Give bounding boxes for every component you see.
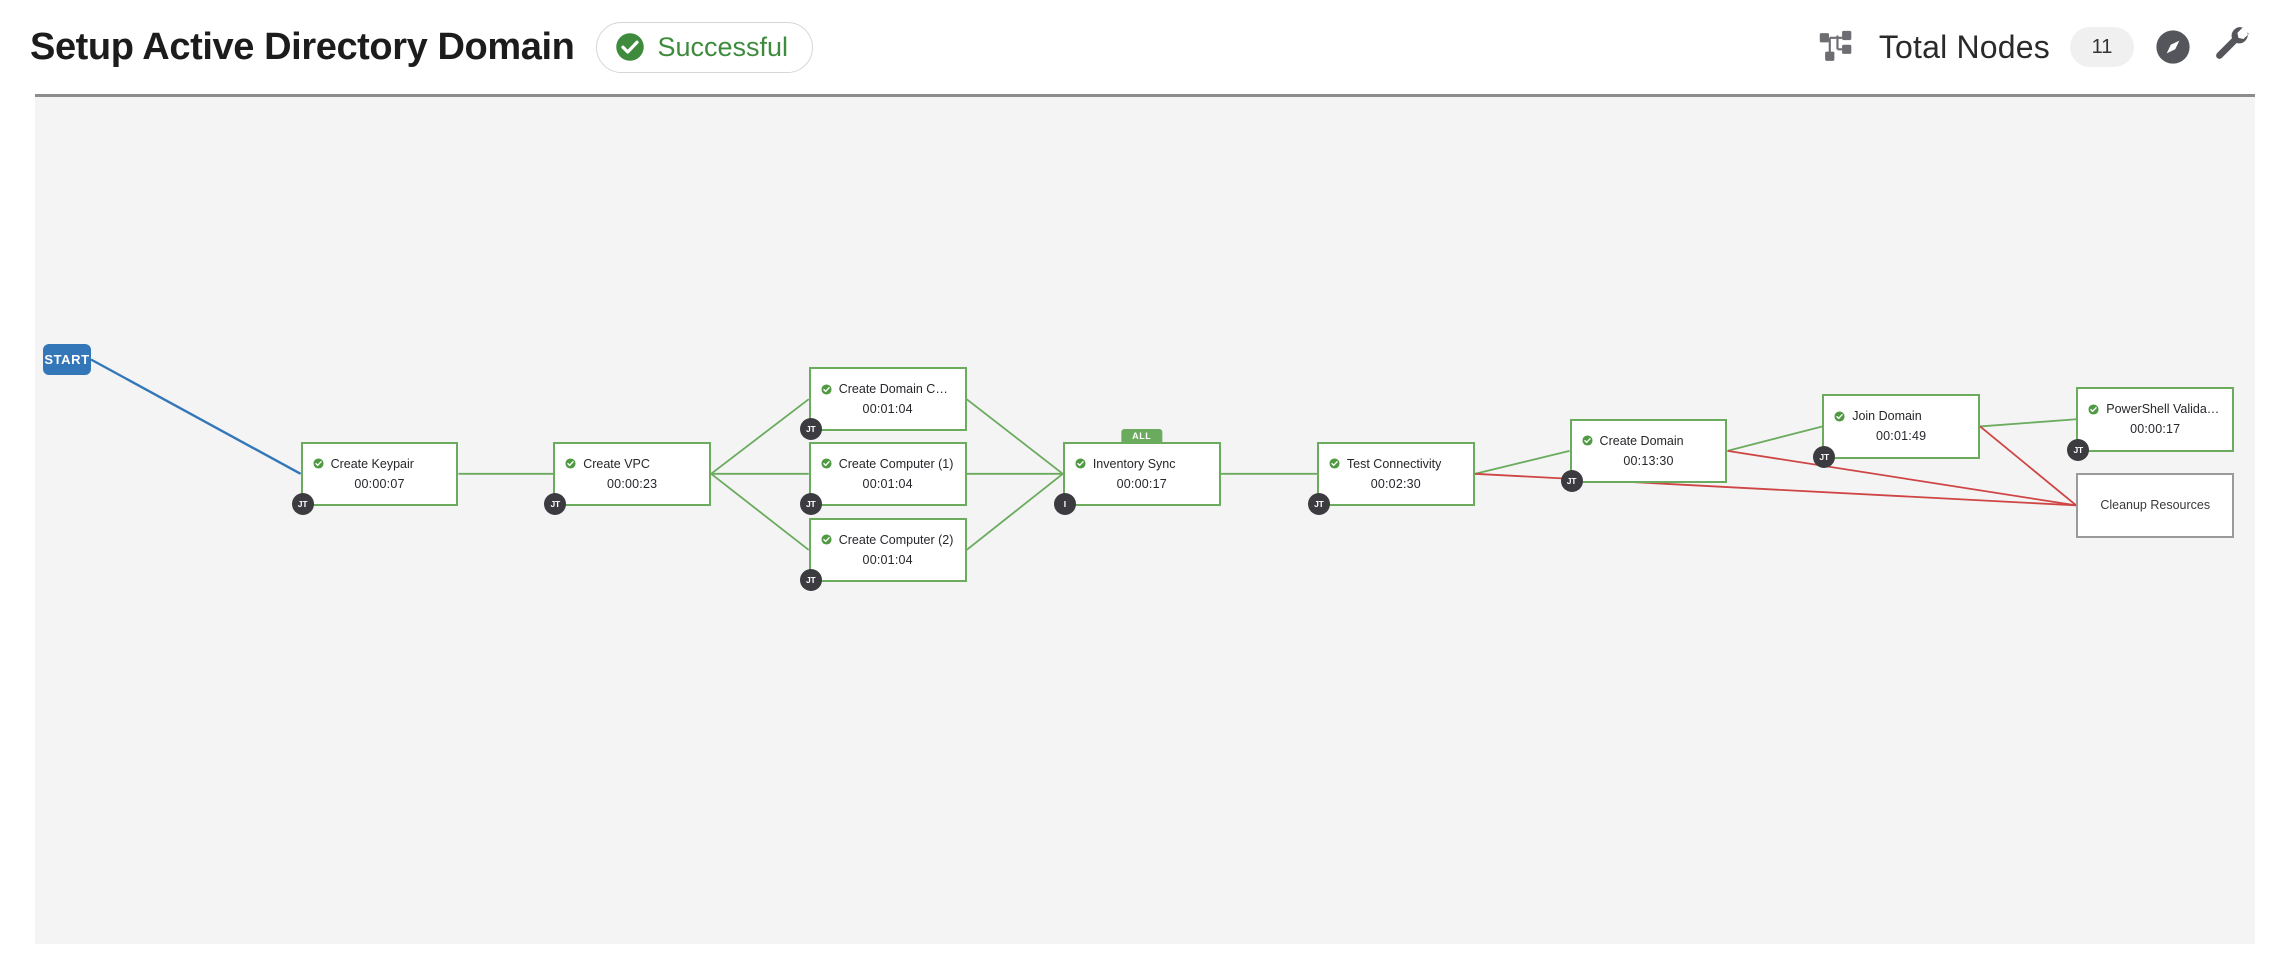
check-circle-icon — [821, 458, 832, 469]
edge-start-to-create-keypair — [90, 358, 302, 475]
check-circle-icon — [1834, 411, 1845, 422]
node-badge-test-connectivity[interactable]: JT — [1307, 493, 1330, 516]
node-duration: 00:01:04 — [862, 552, 913, 567]
node-title-row: Create Domain — [1572, 434, 1726, 448]
node-start-label: START — [44, 352, 90, 367]
check-circle-icon — [1582, 435, 1593, 446]
edge-create-computer-2-to-inventory-sync — [966, 473, 1064, 551]
header-right-group: Total Nodes 11 — [1819, 0, 2254, 94]
node-badge-create-domain-controller[interactable]: JT — [799, 418, 822, 441]
edge-create-domain-to-join-domain — [1727, 425, 1823, 452]
node-title-row: PowerShell Validation — [2078, 402, 2232, 416]
edge-join-domain-to-cleanup-resources — [1979, 425, 2077, 507]
check-circle-icon — [1329, 458, 1340, 469]
node-title: Test Connectivity — [1346, 456, 1442, 471]
check-circle-icon — [821, 384, 832, 395]
edge-layer — [90, 358, 2077, 551]
node-title: Create Domain Contr... — [838, 382, 955, 397]
node-title: Join Domain — [1852, 409, 1922, 424]
edge-create-vpc-to-create-domain-controller — [710, 398, 810, 475]
edge-join-domain-to-powershell-validation — [1980, 418, 2077, 428]
node-title-row: Join Domain — [1824, 409, 1978, 423]
compass-icon[interactable] — [2154, 28, 2192, 66]
node-badge-create-computer-1[interactable]: JT — [799, 493, 822, 516]
node-duration: 00:00:17 — [2130, 422, 2181, 437]
check-circle-icon — [2088, 404, 2099, 415]
status-badge-label: Successful — [657, 31, 789, 62]
node-title-row: Create Computer (1) — [811, 457, 965, 471]
page-title: Setup Active Directory Domain — [30, 25, 575, 68]
node-badge-create-keypair[interactable]: JT — [291, 493, 314, 516]
node-title-row: Create Domain Contr... — [811, 382, 965, 396]
edge-create-vpc-to-create-computer-2 — [710, 473, 810, 551]
node-title-row: Test Connectivity — [1319, 457, 1473, 471]
node-start[interactable]: START — [43, 344, 91, 375]
edge-create-domain-to-cleanup-resources — [1727, 449, 2077, 507]
node-title: Create Keypair — [330, 456, 414, 471]
node-badge-powershell-validation[interactable]: JT — [2067, 438, 2090, 461]
node-title: Cleanup Resources — [2100, 498, 2211, 513]
node-duration: 00:00:07 — [354, 476, 405, 491]
node-title-row: Create VPC — [555, 457, 709, 471]
node-title-row: Cleanup Resources — [2078, 498, 2232, 512]
node-duration: 00:02:30 — [1370, 476, 1421, 491]
total-nodes-label: Total Nodes — [1878, 28, 2050, 65]
node-title: PowerShell Validation — [2106, 402, 2223, 417]
edge-test-connectivity-to-create-domain — [1474, 449, 1570, 475]
node-title: Inventory Sync — [1092, 456, 1176, 471]
check-circle-icon — [313, 458, 324, 469]
node-duration: 00:00:17 — [1116, 476, 1167, 491]
check-circle-icon — [565, 458, 576, 469]
edge-create-domain-controller-to-inventory-sync — [966, 398, 1064, 475]
header-left-group: Setup Active Directory Domain Successful — [30, 21, 814, 73]
node-title-row: Create Computer (2) — [811, 533, 965, 547]
node-title: Create Domain — [1599, 433, 1684, 448]
node-title-row: Inventory Sync — [1065, 457, 1219, 471]
check-circle-icon — [615, 32, 645, 62]
node-title: Create Computer (2) — [838, 532, 954, 547]
total-nodes-count: 11 — [2070, 27, 2134, 67]
check-circle-icon — [821, 534, 832, 545]
status-badge: Successful — [596, 21, 814, 73]
node-title-row: Create Keypair — [303, 457, 457, 471]
check-circle-icon — [1075, 458, 1086, 469]
node-title: Create VPC — [583, 456, 650, 471]
app-header: Setup Active Directory Domain Successful… — [0, 0, 2290, 94]
node-cleanup-resources[interactable]: Cleanup Resources — [2076, 473, 2235, 538]
wrench-icon[interactable] — [2212, 26, 2254, 68]
node-duration: 00:13:30 — [1623, 453, 1674, 468]
node-duration: 00:00:23 — [607, 476, 658, 491]
node-badge-create-domain[interactable]: JT — [1560, 470, 1583, 493]
node-tag-inventory-sync: ALL — [1121, 428, 1163, 443]
node-duration: 00:01:04 — [862, 402, 913, 417]
node-duration: 00:01:49 — [1876, 429, 1927, 444]
node-badge-inventory-sync[interactable]: I — [1053, 493, 1076, 516]
node-badge-join-domain[interactable]: JT — [1813, 445, 1836, 468]
node-duration: 00:01:04 — [862, 476, 913, 491]
node-badge-create-vpc[interactable]: JT — [544, 493, 567, 516]
node-badge-create-computer-2[interactable]: JT — [799, 569, 822, 592]
node-tree-icon[interactable] — [1819, 30, 1859, 64]
node-title: Create Computer (1) — [838, 456, 954, 471]
